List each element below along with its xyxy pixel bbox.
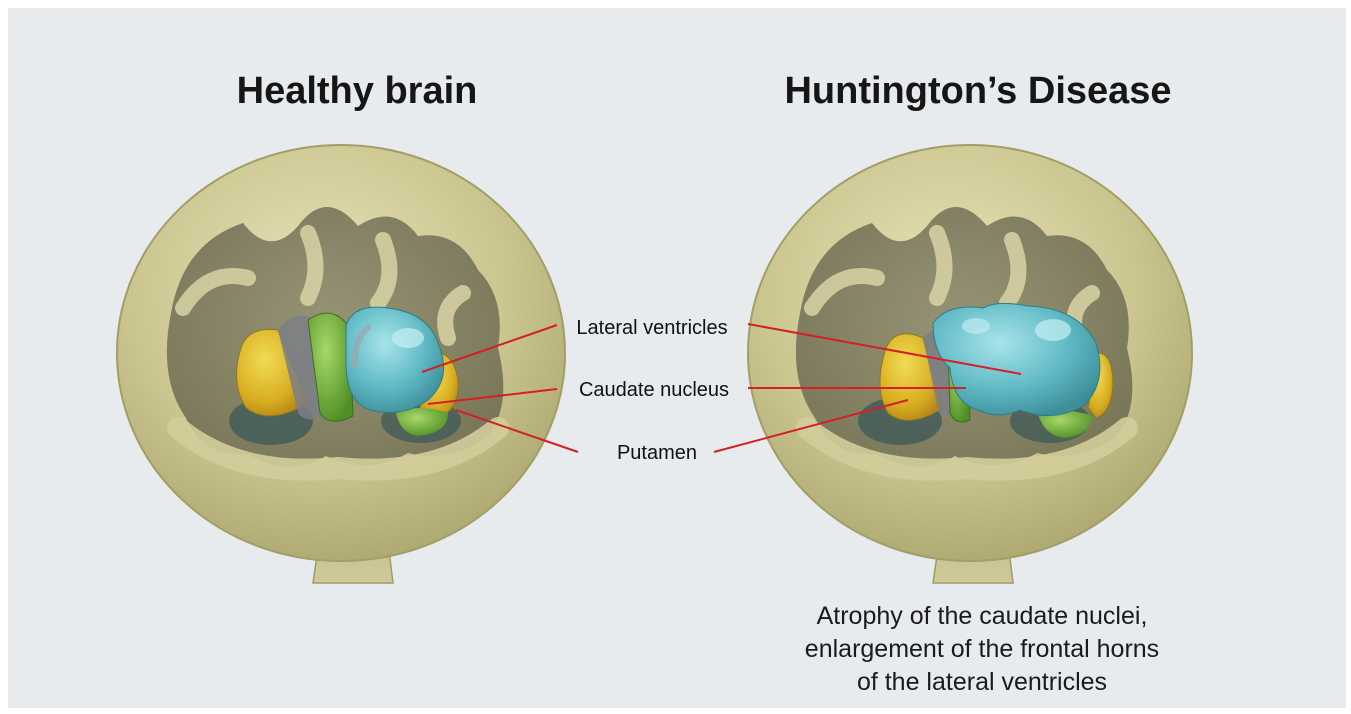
label-lateral-ventricles: Lateral ventricles	[576, 317, 727, 340]
illustration-canvas: Healthy brain Huntington’s Disease	[8, 8, 1346, 708]
healthy-brain-illustration	[117, 145, 565, 583]
caption-line-1: Atrophy of the caudate nuclei,	[752, 600, 1212, 633]
disease-caption: Atrophy of the caudate nuclei, enlargeme…	[752, 600, 1212, 699]
caption-line-3: of the lateral ventricles	[752, 666, 1212, 699]
label-caudate-nucleus: Caudate nucleus	[579, 379, 729, 402]
caption-line-2: enlargement of the frontal horns	[752, 633, 1212, 666]
label-putamen: Putamen	[617, 442, 697, 465]
